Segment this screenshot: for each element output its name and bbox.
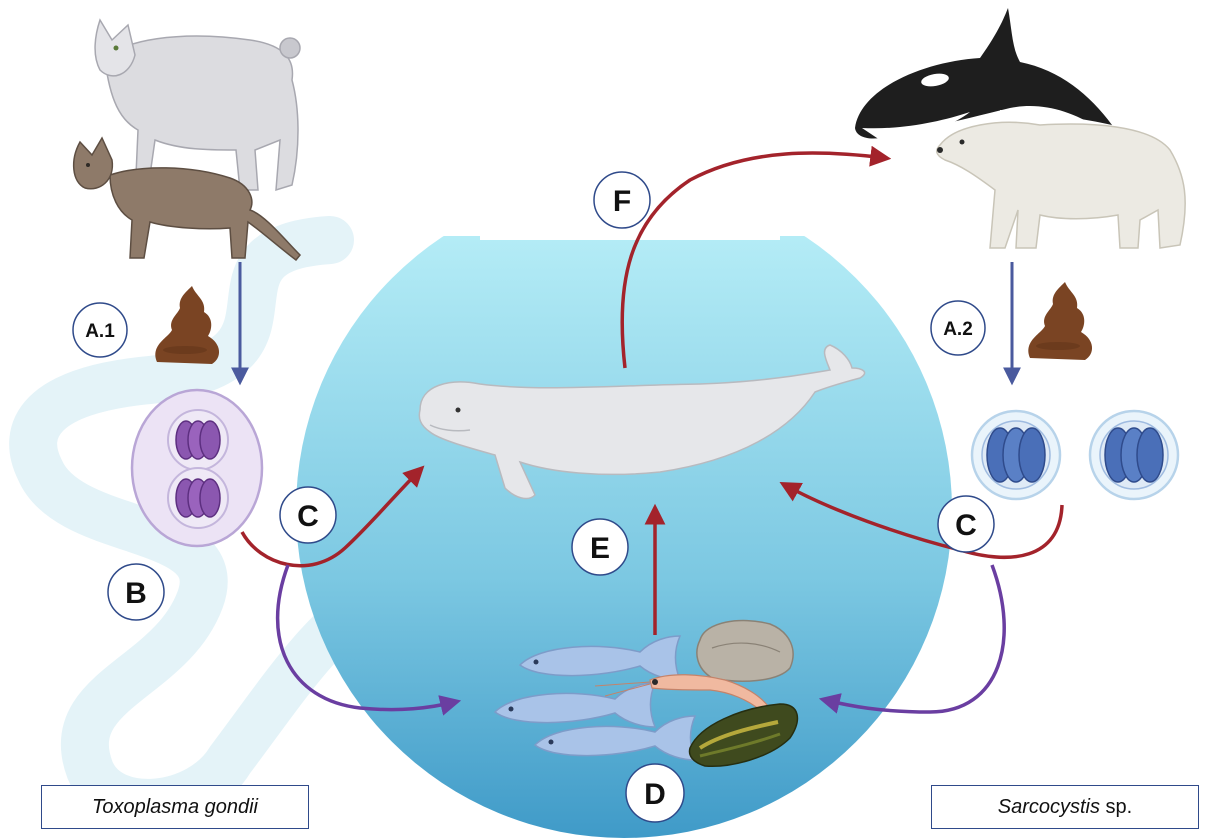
svg-text:F: F — [613, 185, 631, 218]
species-name-sarcocystis: Sarcocystis — [998, 796, 1100, 819]
toxoplasma-oocyst-icon — [132, 390, 262, 546]
label-f: F — [594, 172, 650, 228]
label-c-right: C — [938, 496, 994, 552]
sarcocystis-sporocyst-icon — [972, 411, 1060, 499]
label-a1: A.1 — [73, 303, 127, 357]
svg-text:E: E — [590, 532, 610, 565]
polar-bear-icon — [937, 122, 1185, 248]
orca-icon — [855, 8, 1112, 140]
label-c-left: C — [280, 487, 336, 543]
svg-text:C: C — [297, 500, 319, 533]
label-d: D — [626, 764, 684, 822]
label-b: B — [108, 564, 164, 620]
sarcocystis-sporocyst-icon — [1090, 411, 1178, 499]
feces-icon — [1028, 282, 1092, 360]
svg-text:D: D — [644, 778, 666, 811]
lynx-icon — [95, 20, 300, 190]
oyster-icon — [697, 621, 793, 682]
svg-text:B: B — [125, 577, 147, 610]
label-e: E — [572, 519, 628, 575]
svg-text:A.2: A.2 — [943, 319, 973, 340]
species-suffix-sarcocystis: sp. — [1100, 796, 1132, 819]
species-label-toxoplasma: Toxoplasma gondii — [41, 785, 309, 829]
svg-text:A.1: A.1 — [85, 321, 115, 342]
species-label-sarcocystis: Sarcocystis sp. — [931, 785, 1199, 829]
svg-text:C: C — [955, 509, 977, 542]
feces-icon — [155, 286, 219, 364]
label-a2: A.2 — [931, 301, 985, 355]
water-surface-waves — [480, 233, 780, 240]
species-name-toxoplasma: Toxoplasma gondii — [92, 796, 258, 819]
